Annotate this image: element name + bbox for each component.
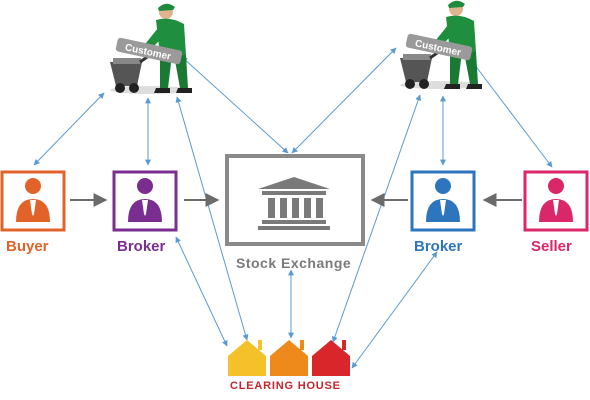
arrow-customer-left-clearing	[175, 96, 249, 341]
house-red-icon	[312, 340, 350, 376]
arrow-customer-left-exchange	[181, 56, 289, 154]
person-icon	[539, 178, 573, 222]
buyer-label: Buyer	[6, 238, 49, 255]
person-icon	[16, 178, 50, 222]
customer-worker-icon	[400, 0, 482, 89]
broker-right-node	[410, 170, 476, 232]
clearing-house-label: CLEARING HOUSE	[230, 380, 341, 392]
arrow-broker-left-clearing	[175, 236, 228, 347]
seller-node	[523, 170, 589, 232]
broker-left-node	[112, 170, 178, 232]
arrow-customer-right-seller	[470, 59, 553, 168]
seller-label: Seller	[531, 238, 572, 255]
stock-exchange-label: Stock Exchange	[236, 255, 352, 271]
arrow-broker-right-clearing	[351, 251, 438, 369]
house-yellow-icon	[228, 340, 266, 376]
stock-exchange-node	[225, 154, 365, 246]
person-icon	[426, 178, 460, 222]
arrow-customer-left-buyer	[33, 92, 105, 166]
broker-left-label: Broker	[117, 238, 166, 255]
broker-right-label: Broker	[414, 238, 463, 255]
clearing-house-node	[228, 340, 350, 376]
bank-building-icon	[258, 177, 330, 230]
customer-worker-icon	[110, 3, 192, 94]
buyer-node	[0, 170, 66, 232]
arrow-customer-right-exchange	[291, 47, 397, 154]
blue-connectors	[33, 47, 553, 369]
customer-right-node: Customer	[400, 0, 482, 89]
arrow-customer-right-clearing	[331, 94, 422, 343]
house-orange-icon	[270, 340, 308, 376]
customer-left-node: Customer	[110, 3, 192, 94]
person-icon	[128, 178, 162, 222]
